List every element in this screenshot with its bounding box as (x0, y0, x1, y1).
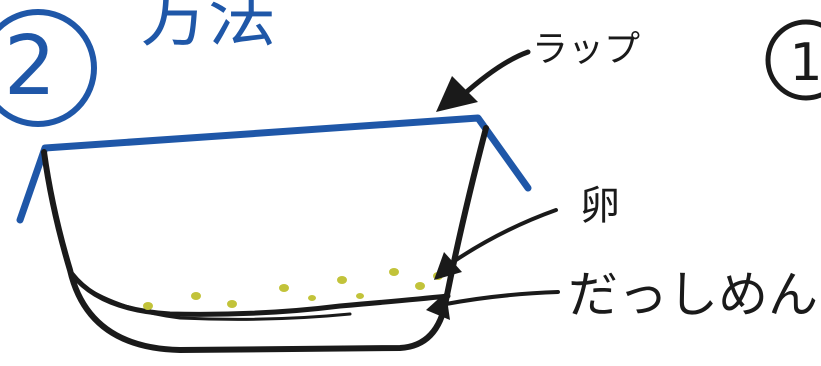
egg-dot (191, 292, 201, 300)
egg-dot (308, 295, 316, 301)
egg-dot (415, 282, 425, 290)
cotton-layer-top (78, 282, 352, 321)
label-wrap: ラップ (532, 29, 641, 70)
cotton-arrow-head (426, 292, 450, 320)
egg-dot (356, 293, 364, 299)
egg-dot (337, 276, 347, 284)
egg-arrow-line (448, 208, 558, 266)
next-section-number: 1 (789, 33, 821, 93)
egg-arrow (434, 208, 558, 280)
label-egg: 卵 (580, 183, 620, 229)
section-title: 方法 (140, 0, 277, 57)
egg-dot (227, 300, 237, 308)
next-section-badge: 1 (765, 19, 821, 101)
egg-dot (389, 268, 399, 276)
next-section-circle (765, 19, 821, 101)
wrap-arrow (436, 49, 531, 112)
wrap-film (16, 114, 532, 224)
label-cotton: だっしめん (568, 266, 818, 324)
wrap-arrow-line (459, 49, 531, 99)
section-number: 2 (4, 19, 56, 114)
section-number-badge: 2 (0, 9, 97, 127)
egg-dots (143, 268, 443, 310)
container-body (41, 125, 489, 353)
cotton-arrow-line (444, 290, 560, 306)
egg-arrow-head (434, 252, 462, 280)
wrap-arrow-head (436, 76, 478, 112)
egg-dot (279, 284, 289, 292)
section-number-circle (0, 9, 97, 127)
cotton-arrow (426, 290, 560, 320)
egg-dot (143, 302, 153, 310)
